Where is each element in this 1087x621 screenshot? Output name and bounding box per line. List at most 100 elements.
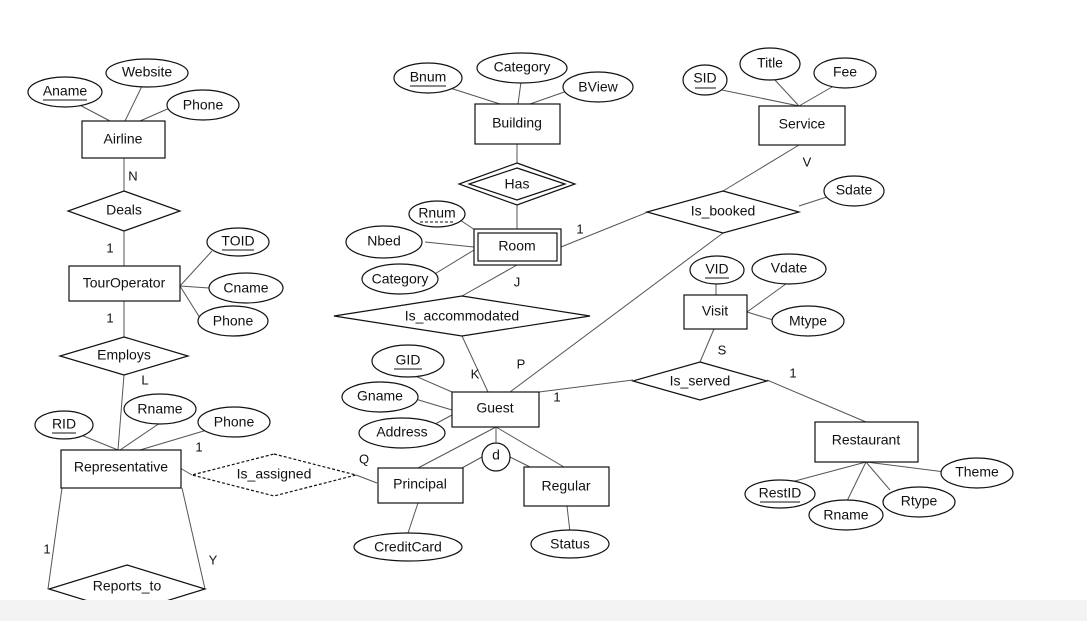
attribute-label: Phone [214,414,255,430]
cardinality-label: L [141,372,148,387]
cardinality-label: 1 [789,365,796,380]
relationship-label: Is_assigned [237,466,312,482]
cardinality-label: 1 [195,439,202,454]
entity-room[interactable]: Room [473,228,562,266]
entity-guest[interactable]: Guest [451,391,540,428]
attribute-sid[interactable]: SID [682,64,728,96]
attribute-mtype[interactable]: Mtype [771,305,845,337]
relationship-label: Employs [97,347,151,363]
attribute-label: Vdate [771,260,808,276]
attribute-label: TOID [221,233,254,249]
cardinality-label: 1 [43,541,50,556]
entity-restaurant[interactable]: Restaurant [814,421,919,463]
relationship-is-accommodated[interactable]: Is_accommodated [333,295,591,337]
attribute-fee[interactable]: Fee [813,57,877,89]
attribute-label: Theme [955,464,999,480]
attribute-label: Rname [137,401,182,417]
attribute-title[interactable]: Title [739,47,801,81]
attribute-gid[interactable]: GID [371,344,445,378]
entity-label: Visit [702,303,728,319]
attribute-rtype[interactable]: Rtype [882,486,956,518]
cardinality-label: J [514,274,521,289]
relationship-is-booked[interactable]: Is_booked [644,190,802,234]
attribute-theme[interactable]: Theme [940,457,1014,489]
entity-label: TourOperator [83,275,166,291]
cardinality-label: Y [209,552,218,567]
cardinality-label: V [803,154,812,169]
entity-airline[interactable]: Airline [81,120,166,159]
entity-regular[interactable]: Regular [523,466,610,507]
attribute-rest-rname[interactable]: Rname [808,499,884,531]
cardinality-labels: N 1 1 L 1 Q 1 Y 1 V J K P 1 S 1 [43,154,811,567]
attribute-status[interactable]: Status [530,529,610,559]
attribute-address[interactable]: Address [358,417,446,449]
entity-building[interactable]: Building [474,103,561,145]
entity-label: Service [779,116,826,132]
attribute-rep-rname[interactable]: Rname [123,393,197,425]
relationship-employs[interactable]: Employs [57,336,191,376]
attribute-label: Bnum [410,69,447,85]
er-diagram: Deals Employs Reports_to Is_assigned Has… [27,47,1014,600]
cardinality-label: K [471,366,480,381]
relationship-is-assigned[interactable]: Is_assigned [191,453,357,497]
cardinality-label: P [517,356,526,371]
attribute-building-category[interactable]: Category [476,52,568,84]
attribute-vid[interactable]: VID [689,255,745,285]
attribute-rnum[interactable]: Rnum [408,200,466,228]
entity-label: Principal [393,476,447,492]
entity-label: Room [498,238,535,254]
attribute-label: GID [396,352,421,368]
footer-band [0,600,1087,621]
relationship-has[interactable]: Has [457,162,577,206]
attribute-toid[interactable]: TOID [206,227,270,257]
entity-principal[interactable]: Principal [377,467,464,504]
attribute-bnum[interactable]: Bnum [393,62,463,94]
entity-label: Building [492,115,542,131]
attribute-website[interactable]: Website [105,58,189,88]
attribute-aname[interactable]: Aname [27,76,103,108]
attribute-label: Category [372,271,429,287]
attribute-label: Cname [223,280,268,296]
attribute-vdate[interactable]: Vdate [751,253,827,285]
attribute-label: Fee [833,64,857,80]
attribute-cname[interactable]: Cname [208,272,284,304]
attribute-label: BView [578,79,618,95]
disjoint-label: d [492,447,500,463]
attribute-bview[interactable]: BView [562,71,634,103]
attribute-airline-phone[interactable]: Phone [166,89,240,121]
entity-label: Representative [74,459,168,475]
attribute-gname[interactable]: Gname [341,381,419,413]
attribute-label: Category [494,59,551,75]
attribute-label: Aname [43,83,88,99]
attribute-nbed[interactable]: Nbed [345,225,423,259]
attribute-sdate[interactable]: Sdate [823,175,885,207]
attribute-label: Website [122,64,173,80]
attribute-label: VID [705,261,728,277]
attribute-label: Title [757,55,783,71]
entity-label: Guest [476,400,513,416]
attribute-restid[interactable]: RestID [744,479,816,509]
relationship-reports-to[interactable]: Reports_to [46,564,208,600]
relationship-label: Has [505,176,530,192]
attribute-label: SID [693,70,716,86]
attribute-label: RID [52,416,76,432]
attribute-label: Rname [823,507,868,523]
attribute-creditcard[interactable]: CreditCard [353,532,463,562]
relationship-label: Is_booked [691,203,756,219]
attribute-label: Rtype [901,493,938,509]
attribute-room-category[interactable]: Category [361,263,439,295]
attribute-label: Phone [213,313,254,329]
relationship-deals[interactable]: Deals [66,190,182,232]
entity-visit[interactable]: Visit [683,294,748,330]
attribute-rep-phone[interactable]: Phone [197,406,271,438]
entity-representative[interactable]: Representative [60,449,182,489]
cardinality-label: 1 [106,310,113,325]
entity-service[interactable]: Service [758,105,846,146]
entity-tour-operator[interactable]: TourOperator [68,265,181,302]
attribute-rid[interactable]: RID [34,410,94,440]
entity-label: Regular [541,478,590,494]
entity-label: Airline [104,131,143,147]
relationship-label: Deals [106,202,142,218]
relationship-is-served[interactable]: Is_served [630,361,770,401]
attribute-tour-phone[interactable]: Phone [197,305,269,337]
